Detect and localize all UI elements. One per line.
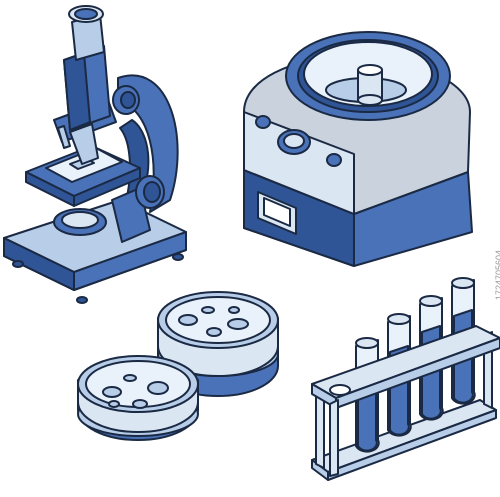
petri-dishes-icon — [77, 291, 279, 441]
microscope-icon — [3, 5, 187, 304]
centrifuge-icon — [243, 31, 473, 267]
test-tube-rack-icon — [311, 277, 500, 481]
watermark-id-text: 1724705604 — [494, 250, 500, 301]
